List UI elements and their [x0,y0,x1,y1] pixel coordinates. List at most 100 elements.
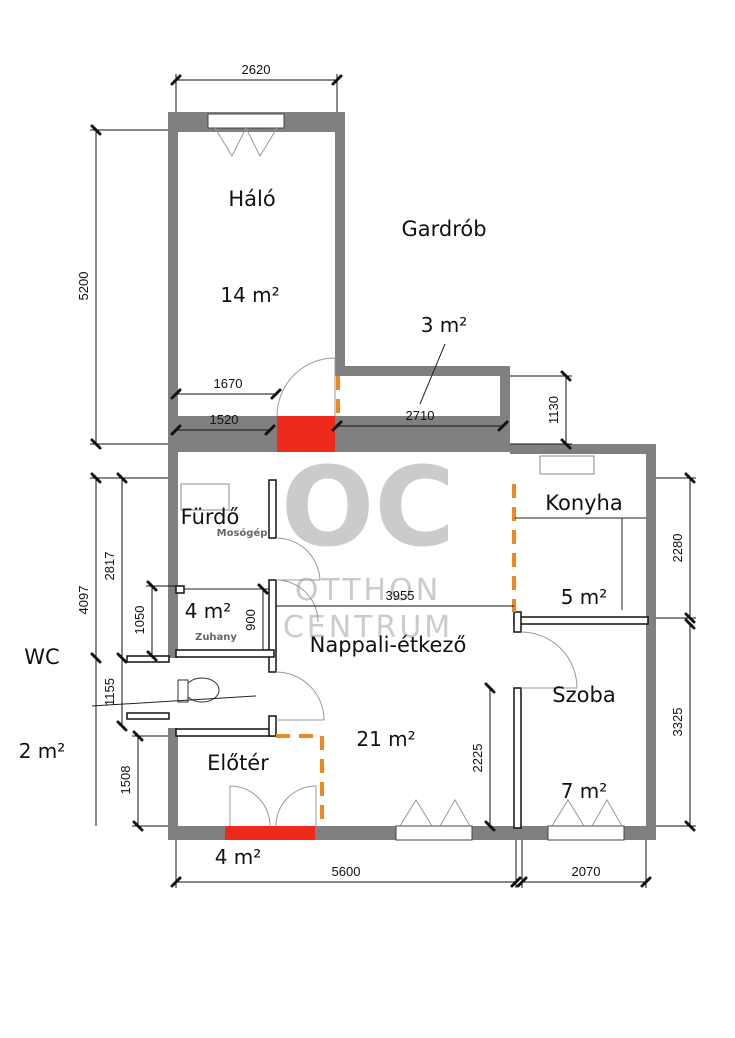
room-nappali: Nappali-étkező [310,633,467,657]
label-zuhany: Zuhany [195,632,237,643]
wall-gardrob-right [500,366,510,452]
wall-lower-left-a [168,452,178,658]
door-szoba-arc [520,631,578,689]
dim-tick [560,370,572,382]
door-wc-arc [275,671,325,721]
dimension-lines [90,74,696,888]
wall-shower-corner [175,585,185,594]
watermark-logo: OC [281,443,455,571]
dim-tick [90,472,102,484]
room-wc: WC [24,645,59,669]
dim-tick [560,438,572,450]
room-szoba-area: 7 m² [561,779,608,803]
wall-gardrob-top [335,366,510,376]
wall-szoba-left [513,687,522,829]
room-wc-area: 2 m² [19,739,66,763]
dim-tick [146,650,158,662]
inner-walls [126,479,649,829]
wall-upper-right-top [510,444,656,454]
dim-tick [684,472,696,484]
dim-3955: 3955 [386,588,415,603]
sink-furdo [180,483,230,511]
dim-2817: 2817 [102,552,117,581]
room-konyha: Konyha [545,491,623,515]
dim-3325: 3325 [670,708,685,737]
wall-furdo-right-lower [268,579,277,673]
walls [168,112,656,840]
dim-tick [270,388,282,400]
dim-tick [132,730,144,742]
wall-wc-bottom [175,728,275,737]
dim-tick [90,438,102,450]
door-opening-halo [277,416,335,452]
dim-tick [516,876,528,888]
room-furdo-area: 4 m² [185,599,232,623]
dimension-labels: 2620 5200 1670 1520 2710 1130 4097 2817 … [76,62,685,879]
dim-tick [132,820,144,832]
label-mosogep: Mosógép [217,527,268,539]
dim-1155: 1155 [102,678,117,706]
dim-tick [497,420,509,432]
wall-konyha-left [513,611,522,633]
dim-tick [684,612,696,624]
dim-2710: 2710 [406,408,435,423]
dim-tick [331,420,343,432]
dim-2280: 2280 [670,534,685,563]
dim-tick [640,876,652,888]
wc-pointer [91,695,257,707]
gardrob-pointer [419,343,446,405]
watermark: OC OTTHON CENTRUM [281,443,455,645]
window-szoba [547,825,625,841]
room-szoba: Szoba [552,683,615,707]
dim-1520: 1520 [210,412,239,427]
dim-tick [484,820,496,832]
door-zuhany-arc [275,579,319,623]
wall-furdo-right-upper [268,479,277,539]
dim-4097: 4097 [76,586,91,615]
dim-1670: 1670 [214,376,243,391]
wall-wc-top [175,649,275,658]
window-nappali-swing [399,798,471,827]
dim-tick [116,472,128,484]
watermark-line2: CENTRUM [283,610,453,645]
dim-1050: 1050 [132,606,147,635]
watermark-line1: OTTHON [295,573,441,608]
door-entrance [229,785,317,827]
room-furdo: Fürdő [181,505,240,529]
dim-tick [90,124,102,136]
wall-lower-left-b [168,728,178,840]
dim-tick [170,424,182,436]
dim-1508: 1508 [118,766,133,795]
dim-2620: 2620 [242,62,271,77]
door-opening-entrance [225,826,315,840]
dim-2070: 2070 [572,864,601,879]
dim-tick [170,876,182,888]
wall-wc-stub-outer-top [126,655,170,663]
toilet-tank [177,679,189,703]
room-gardrob-area: 3 m² [421,313,468,337]
sink-konyha [539,455,595,475]
door-halo-arc [276,357,336,417]
dim-tick [264,424,276,436]
wall-konyha-bottom [513,616,649,625]
door-furdo-arc [275,537,321,581]
wall-wc-right [268,715,277,737]
dim-5600: 5600 [332,864,361,879]
dim-tick [170,388,182,400]
wall-halo-left [168,112,178,452]
dim-tick [510,876,522,888]
dim-2225: 2225 [470,744,485,773]
dim-1130: 1130 [546,396,561,424]
wall-right [646,444,656,840]
room-eloter: Előtér [207,751,269,775]
window-szoba-swing [551,798,623,827]
window-nappali [395,825,473,841]
window-halo-swing [214,127,278,158]
room-halo: Háló [228,187,275,211]
dim-tick [116,652,128,664]
dim-tick [684,618,696,630]
dim-900: 900 [243,609,258,631]
dim-5200: 5200 [76,272,91,301]
room-gardrob: Gardrób [401,217,486,241]
